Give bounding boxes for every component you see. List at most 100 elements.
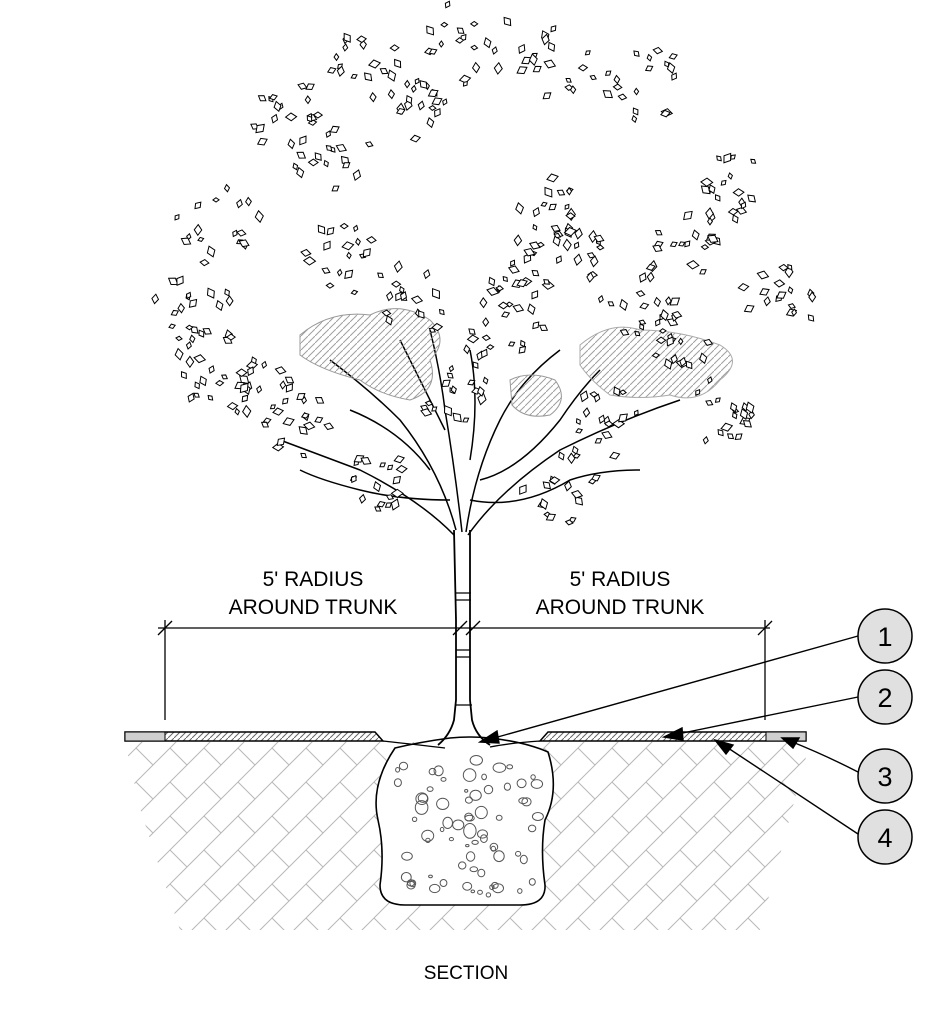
leaf-mark bbox=[727, 172, 733, 180]
leaf-mark bbox=[686, 260, 700, 270]
leaf-mark bbox=[594, 438, 603, 444]
leaf-mark bbox=[424, 400, 434, 407]
leaf-mark bbox=[542, 481, 551, 490]
rootball-speck bbox=[518, 797, 529, 805]
rootball-speck bbox=[516, 778, 527, 789]
rootball-speck bbox=[462, 881, 473, 891]
leaf-mark bbox=[355, 237, 361, 246]
leaf-mark bbox=[385, 315, 393, 326]
leaf-mark bbox=[512, 304, 525, 313]
leaf-mark bbox=[695, 388, 701, 396]
leaf-mark bbox=[685, 360, 693, 370]
leaf-mark bbox=[523, 247, 536, 257]
rootball-speck bbox=[401, 851, 413, 861]
leaf-mark bbox=[448, 364, 455, 373]
leaf-mark bbox=[418, 310, 425, 319]
leaf-mark bbox=[362, 248, 371, 258]
leaf-mark bbox=[579, 390, 589, 403]
leaf-mark bbox=[384, 502, 393, 508]
leaf-mark bbox=[323, 159, 329, 168]
leaf-mark bbox=[386, 464, 394, 471]
rootball-speck bbox=[464, 789, 469, 793]
leaf-mark bbox=[379, 462, 387, 468]
callout-1-number: 1 bbox=[877, 622, 892, 652]
leaf-mark bbox=[314, 152, 322, 161]
leaf-mark bbox=[714, 397, 721, 403]
leaf-mark bbox=[455, 37, 465, 44]
leaf-mark bbox=[298, 426, 308, 435]
leaf-mark bbox=[377, 272, 384, 279]
leaf-mark bbox=[168, 323, 177, 330]
leaf-mark bbox=[185, 291, 192, 300]
leaf-mark bbox=[734, 433, 743, 441]
leaf-mark bbox=[807, 314, 815, 322]
leaf-mark bbox=[187, 392, 195, 403]
leaf-mark bbox=[776, 291, 787, 299]
leaf-mark bbox=[705, 399, 714, 406]
leaf-mark bbox=[300, 452, 308, 459]
leaf-mark bbox=[215, 299, 224, 312]
leaf-mark bbox=[633, 50, 640, 57]
leaf-mark bbox=[611, 419, 626, 429]
leaf-mark bbox=[356, 35, 368, 44]
leaf-mark bbox=[519, 484, 527, 495]
leaf-mark bbox=[197, 236, 205, 242]
rootball-speck bbox=[521, 797, 532, 807]
leaf-mark bbox=[531, 269, 540, 277]
leaf-mark bbox=[756, 270, 770, 280]
leaf-mark bbox=[617, 93, 628, 101]
leaf-mark bbox=[226, 401, 239, 411]
leaf-mark bbox=[660, 308, 669, 322]
leaf-mark bbox=[305, 83, 315, 91]
leaf-mark bbox=[787, 303, 796, 310]
rootball-speck bbox=[492, 762, 507, 773]
leaf-mark bbox=[645, 263, 656, 271]
leaf-mark bbox=[379, 67, 389, 75]
leaf-mark bbox=[708, 184, 716, 195]
leaf-mark bbox=[399, 291, 408, 302]
leaf-mark bbox=[350, 474, 357, 484]
callout-3: 3 bbox=[857, 748, 913, 804]
leaf-mark bbox=[658, 328, 667, 334]
leaf-mark bbox=[376, 500, 386, 508]
leaf-mark bbox=[532, 321, 540, 330]
leaf-mark bbox=[428, 327, 436, 333]
leaf-mark bbox=[618, 413, 628, 423]
leaf-mark bbox=[532, 206, 540, 218]
rootball-speck bbox=[471, 839, 479, 845]
leaf-mark bbox=[393, 455, 405, 464]
leaf-mark bbox=[325, 282, 335, 289]
leaf-mark bbox=[350, 73, 358, 79]
leaf-mark bbox=[462, 417, 470, 423]
leaf-mark bbox=[508, 341, 516, 347]
leaf-mark bbox=[390, 498, 400, 511]
leaf-mark bbox=[565, 212, 576, 220]
leaf-mark bbox=[601, 430, 613, 440]
leaf-mark bbox=[787, 264, 793, 271]
leaf-mark bbox=[395, 107, 406, 115]
leaf-mark bbox=[261, 360, 268, 369]
leaf-mark bbox=[174, 347, 184, 361]
leaf-mark bbox=[151, 293, 160, 305]
leaf-mark bbox=[531, 290, 539, 300]
leaf-mark bbox=[367, 59, 382, 69]
leaf-mark bbox=[668, 53, 678, 60]
leaf-mark bbox=[282, 397, 289, 405]
leaf-mark bbox=[306, 115, 313, 123]
leaf-mark bbox=[236, 198, 243, 209]
rootball-speck bbox=[481, 773, 488, 781]
rootball-speck bbox=[528, 878, 536, 886]
rootball-speck bbox=[426, 786, 434, 792]
leaf-mark bbox=[683, 210, 693, 221]
leaf-mark bbox=[389, 44, 400, 52]
leaf-mark bbox=[516, 279, 528, 288]
leaf-mark bbox=[386, 290, 394, 302]
leaf-mark bbox=[238, 239, 250, 248]
leaf-mark bbox=[193, 354, 207, 364]
leaf-mark bbox=[573, 253, 583, 266]
leaf-mark bbox=[589, 255, 599, 268]
leaf-mark bbox=[759, 288, 770, 296]
leaf-mark bbox=[563, 226, 578, 237]
leaf-mark bbox=[399, 285, 405, 294]
dimension-label-right: 5' RADIUS AROUND TRUNK bbox=[536, 568, 705, 619]
